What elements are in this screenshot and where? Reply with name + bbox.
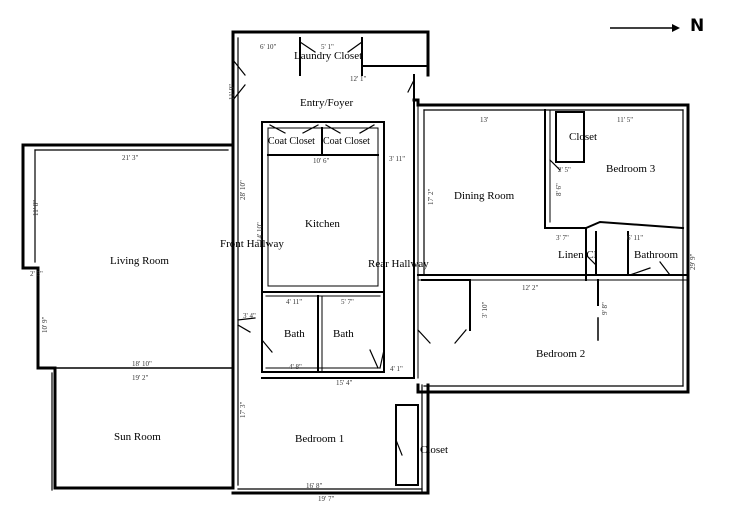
room-coat-closet-2: Coat Closet	[323, 136, 370, 147]
room-entry-foyer: Entry/Foyer	[300, 97, 354, 109]
room-bedroom-2: Bedroom 2	[536, 348, 586, 360]
north-arrow-icon	[610, 24, 680, 32]
dim-bedroom-3-closet: 2' 5"	[558, 166, 571, 174]
room-sun-room: Sun Room	[114, 431, 161, 443]
dim-house-bottom: 19' 7"	[318, 495, 335, 503]
room-linen-closet: Linen Cl	[558, 249, 597, 261]
bath-walls	[261, 291, 415, 379]
dim-east-side: 29' 9"	[689, 253, 697, 270]
dim-bedroom-1-closet: 4' 1"	[390, 365, 403, 373]
compass-north-label: N	[690, 16, 705, 36]
dim-living-lower: 10' 9"	[41, 316, 49, 333]
floor-plan-walls	[21, 30, 690, 495]
dim-bedroom-2-height: 9' 8"	[601, 302, 609, 315]
dim-bedroom-1-top: 15' 4"	[336, 379, 353, 387]
dim-living-step: 2' 5"	[30, 270, 43, 278]
room-bath-2: Bath	[333, 328, 354, 340]
dim-dining-width: 13'	[480, 116, 489, 124]
dim-foyer-top: 6' 10"	[260, 43, 277, 51]
room-closet-bedroom-3: Closet	[569, 131, 598, 143]
dim-living-side: 11' 8"	[32, 199, 40, 216]
room-bedroom-3: Bedroom 3	[606, 163, 656, 175]
room-bath-1: Bath	[284, 328, 305, 340]
east-block-walls	[412, 98, 690, 394]
dim-bedroom-2-closet: 3' 10"	[481, 301, 489, 318]
dim-living-top: 21' 3"	[122, 154, 139, 162]
dim-foyer-width: 12' 1"	[350, 75, 367, 83]
dim-front-hall-height: 28' 10"	[239, 180, 247, 200]
kitchen-walls	[261, 121, 385, 293]
dim-bathroom-width: 6' 11"	[627, 234, 644, 242]
bedroom-1-closet-walls	[395, 404, 419, 486]
rear-hallway-walls	[413, 74, 419, 379]
central-walls	[231, 30, 430, 495]
room-kitchen: Kitchen	[305, 218, 340, 230]
living-room-walls	[21, 143, 235, 491]
dim-kitchen-width: 10' 6"	[313, 157, 330, 165]
room-coat-closet-1: Coat Closet	[268, 136, 315, 147]
room-closet-bedroom-1: Closet	[420, 444, 449, 456]
dim-bath-2-width: 5' 7"	[341, 298, 354, 306]
room-front-hallway: Front Hallway	[220, 238, 284, 250]
room-living-room: Living Room	[110, 255, 169, 267]
dim-kitchen-height: 14' 10"	[256, 222, 264, 242]
room-bedroom-1: Bedroom 1	[295, 433, 345, 445]
room-bathroom: Bathroom	[634, 249, 678, 261]
dim-sun-top: 19' 2"	[132, 374, 149, 382]
dim-laundry-width: 5' 1"	[321, 43, 334, 51]
dim-bedroom-1-side: 17' 3"	[239, 401, 247, 418]
room-laundry-closet: Laundry Closet	[294, 50, 363, 62]
dim-foyer-side: 11' 9"	[228, 83, 236, 100]
dim-coat-closet: 3' 11"	[389, 155, 406, 163]
dim-bedroom-2-width: 12' 2"	[522, 284, 539, 292]
dim-bedroom-3-height: 8' 6"	[555, 183, 563, 196]
room-rear-hallway: Rear Hallway	[368, 258, 429, 270]
dim-bath-1-height: 3' 4"	[243, 312, 256, 320]
laundry-closet-walls	[299, 37, 429, 76]
dim-bedroom-1-bottom: 16' 8"	[306, 482, 323, 490]
bedroom-2-closet-walls	[421, 279, 599, 341]
dim-living-bottom: 18' 10"	[132, 360, 152, 368]
dim-dining-height: 17' 2"	[427, 188, 435, 205]
door-swings	[232, 41, 671, 456]
dim-bath-bottom: 4' 8"	[289, 363, 302, 371]
dim-bath-1-width: 4' 11"	[286, 298, 303, 306]
room-dining-room: Dining Room	[454, 190, 515, 202]
dim-linen-width: 3' 7"	[556, 234, 569, 242]
dim-bedroom-3-width: 11' 5"	[617, 116, 634, 124]
bedroom-3-walls	[544, 109, 685, 230]
linen-bathroom-walls	[585, 227, 629, 281]
